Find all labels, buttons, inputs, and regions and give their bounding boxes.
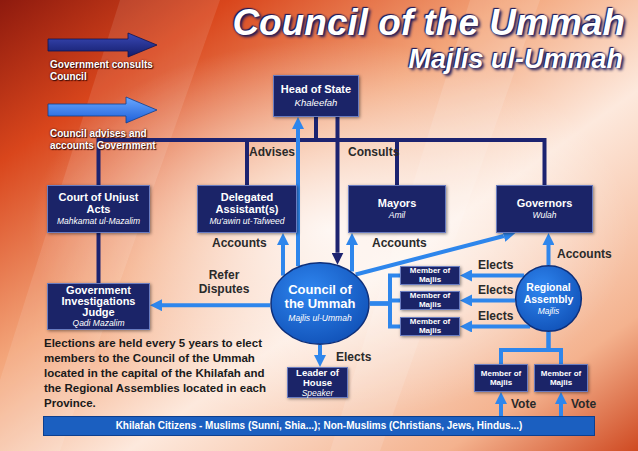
office-box: MayorsAmil: [348, 185, 446, 233]
member-box: Member of Majlis: [534, 364, 588, 392]
node-title: Head of State: [278, 83, 354, 96]
node-subtitle: Majlis: [534, 305, 564, 317]
connector: [501, 332, 549, 364]
node-subtitle: Wulah: [529, 209, 559, 221]
connector: [247, 117, 316, 185]
diagram-title: Council of the Ummah: [190, 2, 625, 44]
edge-label: Vote: [511, 397, 536, 411]
edge-label: Elects: [336, 350, 371, 364]
office-box: Delegated Assistant(s)Mu'awin ut-Tafweed: [197, 185, 297, 233]
node-title: Member of Majlis: [401, 267, 459, 284]
connector: [499, 404, 503, 416]
election-note: Elections are held every 5 years to elec…: [44, 336, 276, 411]
legend-entry: Government consults Council: [50, 59, 165, 83]
node-title: Member of Majlis: [401, 318, 459, 335]
connector: [99, 117, 317, 185]
legend-entry: Council advises and accounts Government: [50, 128, 165, 152]
connector: [350, 245, 354, 272]
connector: [162, 303, 270, 307]
legend-text: Council advises and accounts Government: [50, 128, 156, 151]
regional-assembly-circle: Regional AssemblyMajlis: [515, 265, 582, 332]
connector: [97, 233, 101, 283]
node-title: Government Investigations Judge: [48, 285, 149, 318]
member-box: Member of Majlis: [474, 364, 528, 392]
node-subtitle: Khaleefah: [292, 96, 341, 109]
node-title: Governors: [514, 197, 576, 209]
legend-text: Government consults Council: [50, 59, 153, 82]
office-box: GovernorsWulah: [496, 185, 593, 233]
node-subtitle: Majlis ul-Ummah: [280, 311, 359, 325]
node-title: Council of the Ummah: [270, 283, 370, 311]
edge-label: Accounts: [557, 247, 612, 261]
head-of-state-box: Head of StateKhaleefah: [273, 75, 359, 117]
edge-label: Accounts: [372, 236, 427, 250]
ellipse-fill: [516, 266, 582, 332]
node-title: Member of Majlis: [475, 369, 527, 387]
edge-label: Vote: [571, 397, 596, 411]
connector: [559, 404, 563, 416]
node-title: Member of Majlis: [535, 369, 587, 387]
judge-box: Government Investigations JudgeQadi Maza…: [47, 283, 150, 330]
ellipse-fill: [271, 263, 369, 344]
member-box: Member of Majlis: [400, 266, 460, 285]
connector: [472, 299, 515, 303]
subtitle: Majlis ul-Ummah: [300, 44, 623, 75]
edge-label: Elects: [478, 283, 513, 297]
node-subtitle: Speaker: [299, 388, 337, 398]
office-box: Court of Unjust ActsMahkamat ul-Mazalim: [47, 185, 150, 233]
connector: [472, 325, 530, 329]
connector: [318, 345, 322, 355]
node-subtitle: Mu'awin ut-Tafweed: [206, 215, 287, 227]
edge-label: Consults: [348, 145, 399, 159]
connector: [546, 245, 550, 265]
legend-arrow: [48, 97, 157, 123]
connector: [472, 274, 524, 278]
node-title: Leader of House: [288, 368, 347, 388]
node-title: Court of Unjust Acts: [48, 191, 149, 215]
edge-label: Accounts: [212, 236, 267, 250]
member-box: Member of Majlis: [400, 291, 460, 310]
connector: [549, 332, 562, 364]
connector: [316, 117, 545, 185]
connector: [370, 276, 400, 304]
speaker-box: Leader of HouseSpeaker: [287, 367, 348, 398]
node-subtitle: Qadi Mazalim: [70, 318, 128, 329]
node-subtitle: Mahkamat ul-Mazalim: [54, 215, 143, 227]
node-title: Mayors: [375, 197, 420, 209]
node-title: Delegated Assistant(s): [198, 191, 296, 215]
citizens-band: Khilafah Citizens - Muslims (Sunni, Shia…: [43, 416, 595, 436]
connector: [281, 245, 285, 276]
node-title: Member of Majlis: [401, 292, 459, 309]
edge-label: Elects: [478, 258, 513, 272]
member-box: Member of Majlis: [400, 317, 460, 336]
council-circle: Council of the UmmahMajlis ul-Ummah: [270, 262, 370, 345]
connector: [370, 304, 400, 327]
node-title: Regional Assembly: [515, 281, 582, 305]
edge-label: Refer Disputes: [189, 268, 259, 296]
node-title: Khilafah Citizens - Muslims (Sunni, Shia…: [113, 420, 526, 432]
edge-label: Elects: [478, 309, 513, 323]
node-subtitle: Amil: [386, 209, 409, 221]
connector: [336, 117, 340, 253]
legend-arrow: [48, 33, 157, 57]
edge-label: Advises: [249, 145, 295, 159]
